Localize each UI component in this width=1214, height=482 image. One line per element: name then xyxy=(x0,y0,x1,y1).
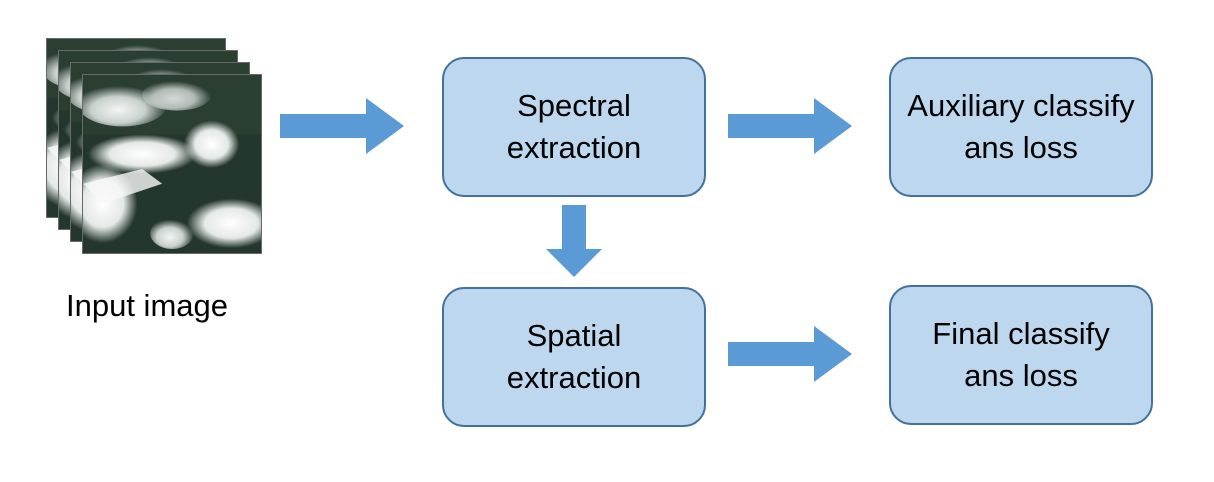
auxiliary-classify-label: Auxiliary classify ans loss xyxy=(907,88,1135,165)
spatial-extraction-label: Spatial extraction xyxy=(506,318,642,395)
spectral-extraction-label: Spectral extraction xyxy=(506,88,642,165)
final-classify-box: Final classify ans loss xyxy=(889,285,1153,425)
spectral-extraction-box: Spectral extraction xyxy=(442,57,706,197)
input-image-caption: Input image xyxy=(66,288,228,323)
final-classify-label: Final classify ans loss xyxy=(932,316,1110,393)
arrow-right-icon xyxy=(728,326,852,382)
input-image-stack xyxy=(32,38,276,260)
arrow-right-icon xyxy=(728,98,852,154)
spatial-extraction-box: Spatial extraction xyxy=(442,287,706,427)
auxiliary-classify-box: Auxiliary classify ans loss xyxy=(889,57,1153,197)
arrow-down-icon xyxy=(546,205,602,277)
image-layer-4 xyxy=(68,74,276,254)
satellite-image-icon xyxy=(68,75,276,253)
arrow-right-icon xyxy=(280,98,404,154)
